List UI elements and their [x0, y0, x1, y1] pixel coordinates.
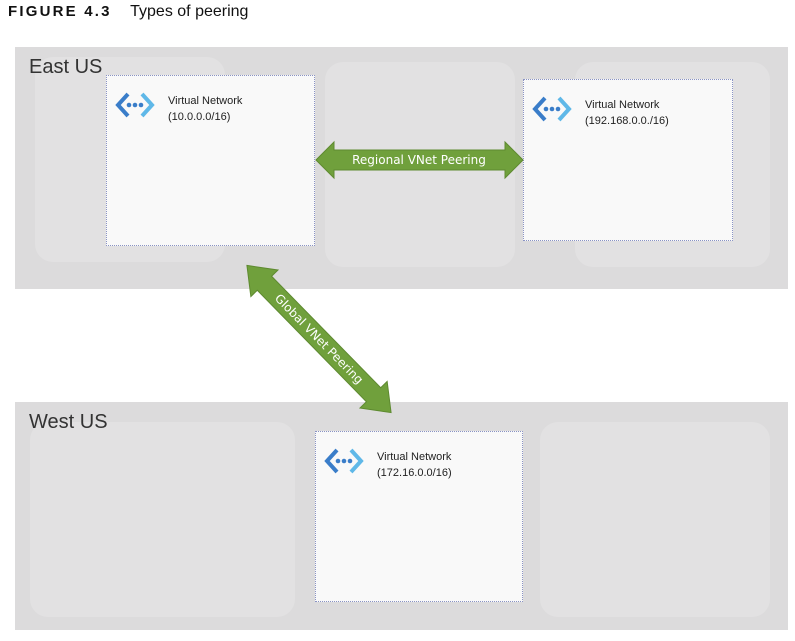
- global-peering-arrow[interactable]: Global VNet Peering: [233, 252, 404, 426]
- regional-peering-label: Regional VNet Peering: [352, 153, 486, 167]
- figure-caption: FIGURE 4.3 Types of peering: [8, 3, 248, 21]
- vnet-address-space: (192.168.0.0./16): [585, 115, 669, 127]
- background-shape: [540, 422, 770, 617]
- virtual-network-icon: [324, 448, 364, 474]
- vnet-title: Virtual Network: [585, 99, 660, 111]
- figure-title: Types of peering: [130, 3, 249, 20]
- figure-number: FIGURE 4.3: [8, 3, 112, 20]
- region-label: West US: [29, 411, 108, 433]
- vnet-address-space: (10.0.0.0/16): [168, 111, 231, 123]
- virtual-network-icon: [532, 96, 572, 122]
- vnet-title: Virtual Network: [168, 95, 243, 107]
- vnet-card-west-a[interactable]: Virtual Network (172.16.0.0/16): [315, 431, 523, 602]
- vnet-title: Virtual Network: [377, 451, 452, 463]
- regional-peering-arrow[interactable]: Regional VNet Peering: [315, 140, 524, 180]
- region-label: East US: [29, 56, 103, 78]
- vnet-card-east-b[interactable]: Virtual Network (192.168.0.0./16): [523, 79, 733, 241]
- vnet-card-east-a[interactable]: Virtual Network (10.0.0.0/16): [106, 75, 315, 246]
- virtual-network-icon: [115, 92, 155, 118]
- background-shape: [30, 422, 295, 617]
- vnet-address-space: (172.16.0.0/16): [377, 467, 452, 479]
- global-peering-label: Global VNet Peering: [272, 291, 366, 387]
